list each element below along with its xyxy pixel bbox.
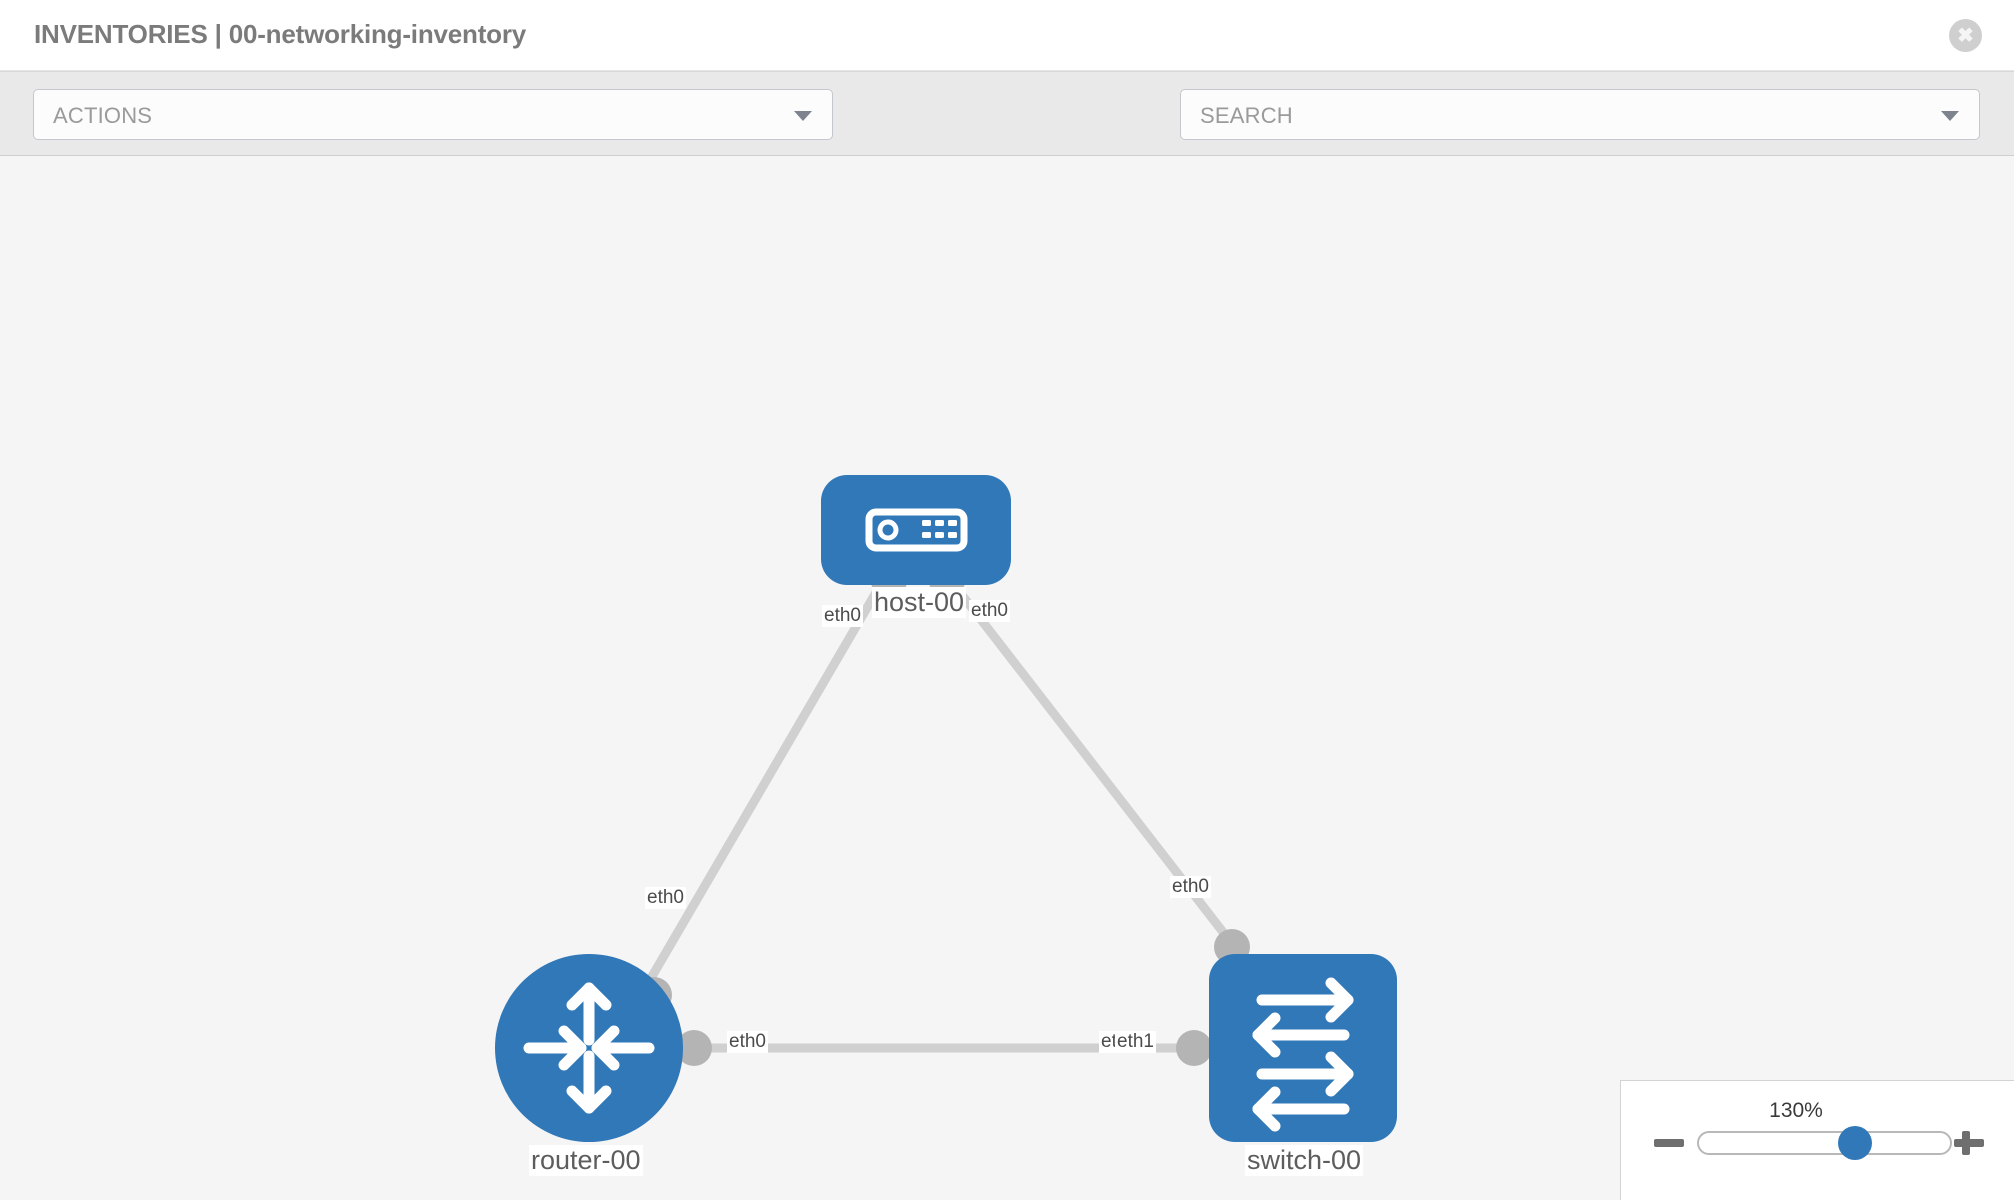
edge-host-switch bbox=[944, 574, 1254, 970]
plus-icon[interactable] bbox=[1951, 1125, 1987, 1161]
topology-edges bbox=[636, 574, 1254, 1053]
close-glyph: ✖ bbox=[1957, 24, 1974, 47]
zoom-slider-track[interactable] bbox=[1697, 1126, 1952, 1160]
iface-label-switch-up: eth0 bbox=[1170, 876, 1211, 898]
chevron-down-icon bbox=[794, 111, 812, 121]
endpoint-router-right bbox=[676, 1030, 712, 1066]
node-label-host-00: host-00 bbox=[872, 587, 967, 619]
iface-label-host-left: eth0 bbox=[822, 605, 863, 627]
node-router-00 bbox=[495, 954, 683, 1142]
zoom-control-panel: 130% bbox=[1620, 1080, 2014, 1200]
node-host-00 bbox=[821, 475, 1011, 585]
search-input-placeholder: SEARCH bbox=[1200, 103, 1293, 128]
topology-canvas[interactable]: host-00 router-00 switch-00 eth0 eth0 et… bbox=[0, 157, 2014, 1200]
server-device-icon bbox=[865, 508, 968, 552]
search-dropdown[interactable]: SEARCH bbox=[1180, 89, 1980, 140]
node-label-switch-00: switch-00 bbox=[1245, 1145, 1364, 1177]
topology-graph bbox=[495, 475, 1397, 1142]
page-title: INVENTORIES | 00-networking-inventory bbox=[34, 19, 527, 49]
minus-bar bbox=[1654, 1139, 1684, 1147]
node-switch-00 bbox=[1209, 954, 1397, 1142]
node-label-router-00: router-00 bbox=[529, 1145, 643, 1177]
actions-dropdown-label: ACTIONS bbox=[53, 103, 153, 128]
iface-label-router-up: eth0 bbox=[645, 887, 686, 909]
edge-host-router bbox=[636, 574, 889, 1000]
close-icon[interactable]: ✖ bbox=[1949, 19, 1982, 52]
zoom-level-label: 130% bbox=[1769, 1099, 1823, 1122]
router-arrows-icon bbox=[523, 982, 655, 1114]
toolbar: ACTIONS SEARCH bbox=[0, 71, 2014, 202]
page-header: INVENTORIES | 00-networking-inventory ✖ bbox=[0, 0, 2014, 71]
iface-label-switch-left-front: eth1 bbox=[1115, 1031, 1156, 1053]
iface-label-router-right: eth0 bbox=[727, 1031, 768, 1053]
zoom-slider-thumb[interactable] bbox=[1837, 1126, 1872, 1160]
switch-arrows-icon bbox=[1252, 977, 1354, 1132]
minus-icon[interactable] bbox=[1651, 1125, 1687, 1161]
iface-label-host-right: eth0 bbox=[969, 600, 1010, 622]
chevron-down-icon bbox=[1941, 111, 1959, 121]
endpoint-switch-left bbox=[1176, 1030, 1212, 1066]
plus-bar-v bbox=[1962, 1131, 1970, 1155]
topology-endpoints bbox=[636, 563, 1250, 1066]
actions-dropdown[interactable]: ACTIONS bbox=[33, 89, 833, 140]
